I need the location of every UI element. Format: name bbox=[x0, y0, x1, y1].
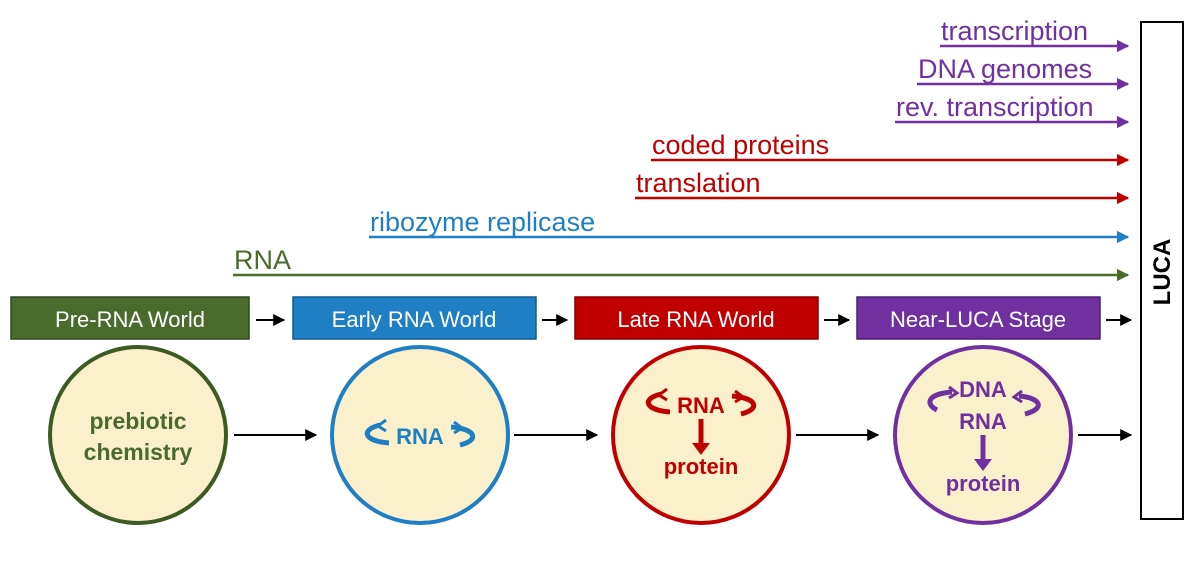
stage-label: Near-LUCA Stage bbox=[890, 307, 1066, 332]
timeline-label: DNA genomes bbox=[918, 54, 1092, 84]
stage-pre-rna-world: Pre-RNA World bbox=[10, 296, 250, 340]
timeline-dna-genomes: DNA genomes bbox=[917, 54, 1130, 91]
translation-arrow-icon bbox=[692, 443, 710, 455]
stage-near-luca: Near-LUCA Stage bbox=[856, 296, 1101, 340]
timeline-label: translation bbox=[636, 168, 761, 198]
timeline-translation: translation bbox=[635, 168, 1130, 205]
luca-rect bbox=[1140, 21, 1184, 520]
replication-cycle-icon bbox=[731, 393, 757, 417]
circle-row: prebiotic chemistry RNA RNA protein bbox=[48, 345, 1133, 525]
replication-cycle-icon bbox=[927, 389, 953, 413]
replication-cycle-icon bbox=[450, 424, 476, 448]
stage-late-rna-world: Late RNA World bbox=[574, 296, 819, 340]
timeline-label: ribozyme replicase bbox=[370, 207, 595, 237]
timeline-rna: RNA bbox=[233, 245, 1130, 282]
circle-text: chemistry bbox=[84, 439, 193, 465]
stage-box bbox=[574, 296, 819, 340]
stage-box bbox=[10, 296, 250, 340]
replication-cycle-icon bbox=[734, 389, 746, 404]
circle-text: RNA bbox=[677, 393, 725, 418]
replication-cycle-icon bbox=[375, 418, 387, 433]
stage-label: Early RNA World bbox=[332, 307, 497, 332]
circle-prebiotic: prebiotic chemistry bbox=[48, 345, 228, 525]
circle-text: RNA bbox=[959, 409, 1007, 434]
circle-early-rna: RNA bbox=[330, 345, 510, 525]
replication-cycle-icon bbox=[1018, 393, 1041, 417]
circle-text: DNA bbox=[959, 377, 1007, 402]
circle-late-rna: RNA protein bbox=[611, 345, 791, 525]
timeline-label: RNA bbox=[234, 245, 291, 275]
replication-cycle-icon bbox=[645, 391, 671, 415]
replication-cycle-icon bbox=[948, 385, 960, 400]
luca-label: LUCA bbox=[1149, 239, 1176, 306]
circle-near-luca: DNA RNA protein bbox=[893, 345, 1073, 525]
circle-shape bbox=[48, 345, 228, 525]
timeline-coded-proteins: coded proteins bbox=[651, 130, 1130, 167]
timeline-label: transcription bbox=[941, 16, 1088, 46]
stage-row: Pre-RNA World Early RNA World Late RNA W… bbox=[10, 296, 1133, 340]
circle-shape bbox=[330, 345, 510, 525]
timeline-label: coded proteins bbox=[652, 130, 829, 160]
circle-text: protein bbox=[664, 454, 739, 479]
stage-label: Late RNA World bbox=[617, 307, 774, 332]
replication-cycle-icon bbox=[364, 422, 390, 446]
replication-cycle-icon bbox=[453, 420, 465, 435]
replication-cycle-icon bbox=[656, 387, 668, 402]
stage-box bbox=[856, 296, 1101, 340]
translation-arrow-icon bbox=[974, 459, 992, 471]
timeline: transcription DNA genomes rev. transcrip… bbox=[233, 16, 1130, 282]
circle-text: RNA bbox=[396, 424, 444, 449]
circle-text: prebiotic bbox=[89, 408, 186, 434]
stage-label: Pre-RNA World bbox=[55, 307, 205, 332]
stage-box bbox=[292, 296, 537, 340]
timeline-transcription: transcription bbox=[940, 16, 1130, 53]
stage-early-rna-world: Early RNA World bbox=[292, 296, 537, 340]
luca-box: LUCA bbox=[1140, 21, 1184, 520]
timeline-label: rev. transcription bbox=[896, 92, 1094, 122]
timeline-rev-transcription: rev. transcription bbox=[895, 92, 1130, 129]
timeline-ribozyme-replicase: ribozyme replicase bbox=[369, 207, 1130, 244]
replication-cycle-icon bbox=[1011, 389, 1023, 404]
circle-text: protein bbox=[946, 471, 1021, 496]
